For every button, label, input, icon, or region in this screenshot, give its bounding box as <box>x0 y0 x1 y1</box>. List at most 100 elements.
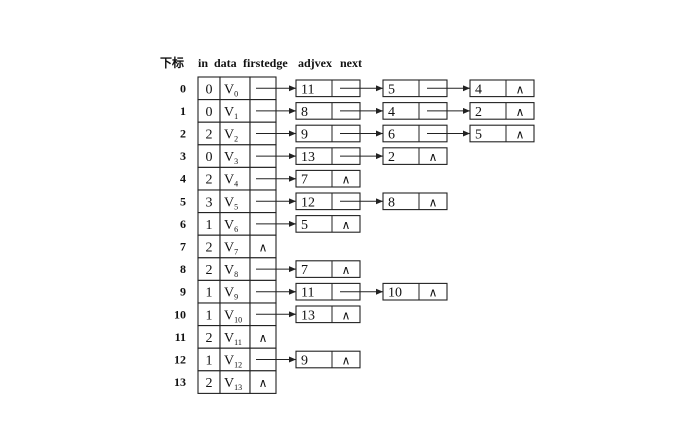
in-degree-value: 1 <box>206 354 213 369</box>
adjvex-value: 2 <box>388 150 395 165</box>
data-column-label: data <box>214 56 237 70</box>
row-index: 7 <box>180 240 186 254</box>
adjvex-value: 5 <box>388 82 395 97</box>
edge-node: 11 <box>295 282 383 301</box>
null-pointer: ∧ <box>342 218 351 232</box>
row-index: 9 <box>180 285 186 299</box>
row-index: 0 <box>180 81 186 95</box>
vertex-subscript: 9 <box>234 293 238 302</box>
in-degree-value: 2 <box>206 128 213 143</box>
adjvex-value: 8 <box>301 105 308 120</box>
edge-node-box <box>469 124 535 143</box>
in-degree-value: 2 <box>206 331 213 346</box>
adjvex-value: 7 <box>301 173 308 188</box>
adjvex-value: 11 <box>301 82 314 97</box>
edge-node-box <box>295 169 361 188</box>
vertex-subscript: 8 <box>234 270 238 279</box>
adjvex-value: 12 <box>301 195 315 210</box>
row-index: 6 <box>180 217 186 231</box>
row-index: 1 <box>180 104 186 118</box>
adjvex-value: 9 <box>301 354 308 369</box>
null-pointer: ∧ <box>429 150 438 164</box>
edge-node-box <box>295 260 361 278</box>
null-pointer: ∧ <box>429 286 438 300</box>
null-pointer: ∧ <box>429 195 438 209</box>
edge-node-box <box>295 350 361 369</box>
adjvex-value: 6 <box>388 128 395 143</box>
null-pointer: ∧ <box>342 308 351 322</box>
in-column-label: in <box>198 56 208 70</box>
adjvex-value: 8 <box>388 195 395 210</box>
null-pointer: ∧ <box>259 241 268 255</box>
adjvex-value: 13 <box>301 150 315 165</box>
next-column-label: next <box>340 56 362 70</box>
in-degree-value: 2 <box>206 376 213 391</box>
adjvex-value: 2 <box>475 105 482 120</box>
adjvex-value: 7 <box>301 263 308 278</box>
in-degree-value: 3 <box>206 195 213 210</box>
edge-node: 7∧ <box>295 260 361 278</box>
vertex-subscript: 1 <box>234 112 238 121</box>
adjvex-value: 5 <box>475 128 482 143</box>
null-pointer: ∧ <box>342 173 351 187</box>
adjvex-value: 13 <box>301 308 315 323</box>
adjvex-column-label: adjvex <box>298 56 332 70</box>
null-pointer: ∧ <box>516 82 525 96</box>
null-pointer: ∧ <box>342 354 351 368</box>
edge-node: 7∧ <box>295 169 361 188</box>
adjvex-value: 4 <box>388 105 395 120</box>
index-column-label: 下标 <box>160 55 184 70</box>
row-index: 8 <box>180 262 186 276</box>
in-degree-value: 1 <box>206 308 213 323</box>
row-index: 3 <box>180 149 186 163</box>
edge-node-box <box>295 305 361 324</box>
edge-node: 11 <box>295 79 383 97</box>
vertex-subscript: 12 <box>234 361 242 370</box>
null-pointer: ∧ <box>342 263 351 277</box>
edge-node: 5∧ <box>295 215 361 233</box>
edge-node: 9 <box>295 124 383 143</box>
adjvex-value: 11 <box>301 286 314 301</box>
column-header: 下标 in data firstedge adjvex next <box>160 55 362 70</box>
edge-node: 2∧ <box>469 102 535 120</box>
vertex-subscript: 6 <box>234 225 238 234</box>
null-pointer: ∧ <box>516 128 525 142</box>
edge-node: 2∧ <box>382 147 448 165</box>
vertex-subscript: 5 <box>234 202 238 211</box>
null-pointer: ∧ <box>516 105 525 119</box>
in-degree-value: 0 <box>206 82 213 97</box>
in-degree-value: 2 <box>206 241 213 256</box>
row-index: 10 <box>174 307 186 321</box>
edge-node: 5 <box>382 79 470 97</box>
firstedge-cell <box>249 370 277 394</box>
edge-node: 13 ∧ <box>295 305 361 324</box>
edge-node: 12 <box>295 192 383 210</box>
edge-node: 4∧ <box>469 79 535 97</box>
edge-node-box <box>382 192 448 211</box>
edge-node: 4 <box>382 102 470 120</box>
adjvex-value: 9 <box>301 128 308 143</box>
in-degree-value: 2 <box>206 263 213 278</box>
vertex-subscript: 0 <box>234 89 238 98</box>
edge-node-box <box>295 215 361 233</box>
row-index: 11 <box>175 330 186 344</box>
adjvex-value: 5 <box>301 218 308 233</box>
adjvex-value: 4 <box>475 82 482 97</box>
vertex-subscript: 13 <box>234 383 242 392</box>
in-degree-value: 2 <box>206 173 213 188</box>
vertex-subscript: 10 <box>234 315 242 324</box>
